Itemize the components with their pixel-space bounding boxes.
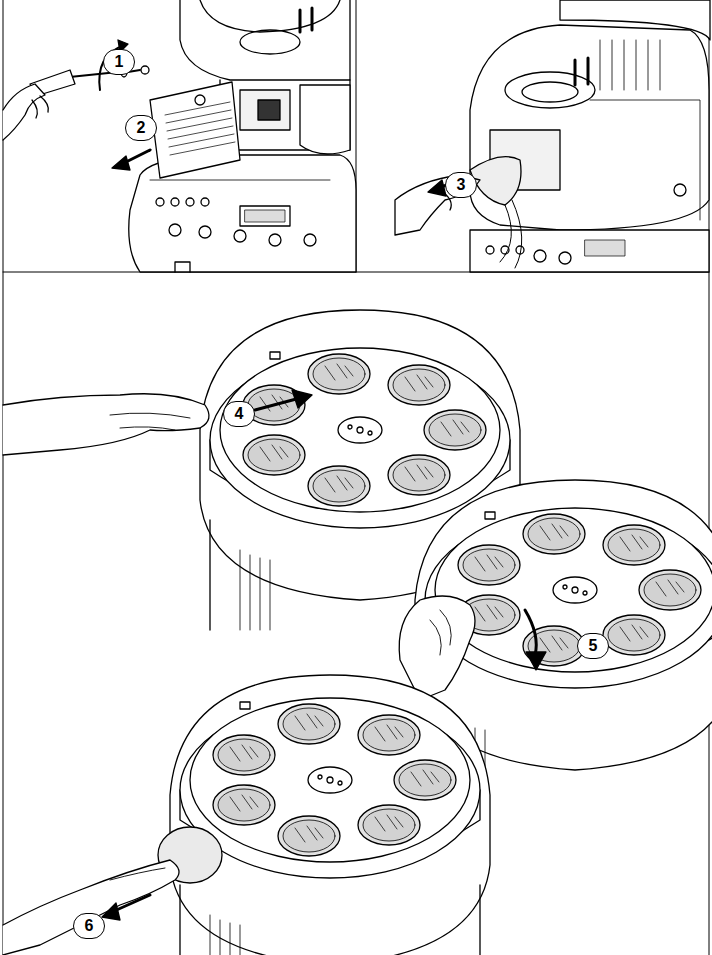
callout-number: 4 <box>223 401 255 427</box>
callout-number: 6 <box>73 913 105 939</box>
callout-number: 3 <box>445 172 477 198</box>
callout-number: 5 <box>577 633 609 659</box>
callout-number: 1 <box>103 49 135 75</box>
callout-number: 2 <box>125 115 157 141</box>
